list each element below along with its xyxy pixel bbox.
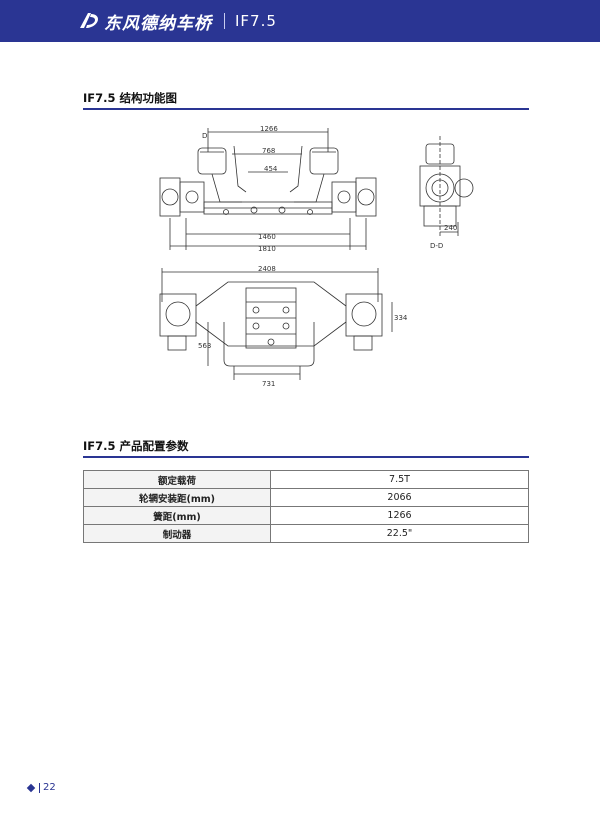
dim-1266-label: 1266 [260, 125, 278, 133]
brand-name: 东风德纳车桥 [104, 13, 212, 34]
header-model: IF7.5 [235, 12, 277, 30]
param-label: 簧距(mm) [83, 506, 271, 525]
param-value: 7.5T [270, 470, 529, 489]
dim-768-label: 768 [262, 147, 275, 155]
dim-454-label: 454 [264, 165, 278, 173]
structure-section-title: IF7.5 结构功能图 [83, 91, 178, 105]
param-value: 22.5" [270, 524, 529, 543]
top-view-drawing: 2408 563 731 334 [159, 265, 408, 388]
view-caption-dd: D-D [430, 242, 443, 250]
page-number: 22 [43, 782, 56, 793]
dana-logo-icon [80, 13, 98, 28]
diamond-icon [26, 783, 36, 792]
brand-separator [224, 13, 225, 29]
param-label: 轮辋安装距(mm) [83, 488, 271, 507]
dim-563-label: 563 [198, 342, 211, 350]
dim-1460-label: 1460 [258, 233, 276, 241]
table-row: 簧距(mm)1266 [83, 506, 529, 525]
footer-divider [39, 782, 40, 793]
dim-2408-label: 2408 [258, 265, 276, 273]
param-value: 2066 [270, 488, 529, 507]
table-row: 轮辋安装距(mm)2066 [83, 488, 529, 507]
brand: 东风德纳车桥 IF7.5 [78, 9, 277, 34]
footer: 22 [26, 782, 56, 793]
front-view-drawing: D 1266 768 454 1460 1810 [159, 125, 377, 253]
dim-1810-label: 1810 [258, 245, 276, 253]
param-label: 制动器 [83, 524, 271, 543]
structure-section-rule [83, 108, 529, 110]
dim-334-label: 334 [394, 314, 408, 322]
dim-731-label: 731 [262, 380, 275, 388]
section-marker-label: D [202, 132, 207, 140]
side-view-drawing: 240 D-D [419, 136, 474, 250]
params-section-title: IF7.5 产品配置参数 [83, 439, 189, 453]
header-bar: 东风德纳车桥 IF7.5 [0, 0, 600, 42]
param-value: 1266 [270, 506, 529, 525]
params-section-rule [83, 456, 529, 458]
param-label: 额定载荷 [83, 470, 271, 489]
dim-240-label: 240 [444, 224, 457, 232]
